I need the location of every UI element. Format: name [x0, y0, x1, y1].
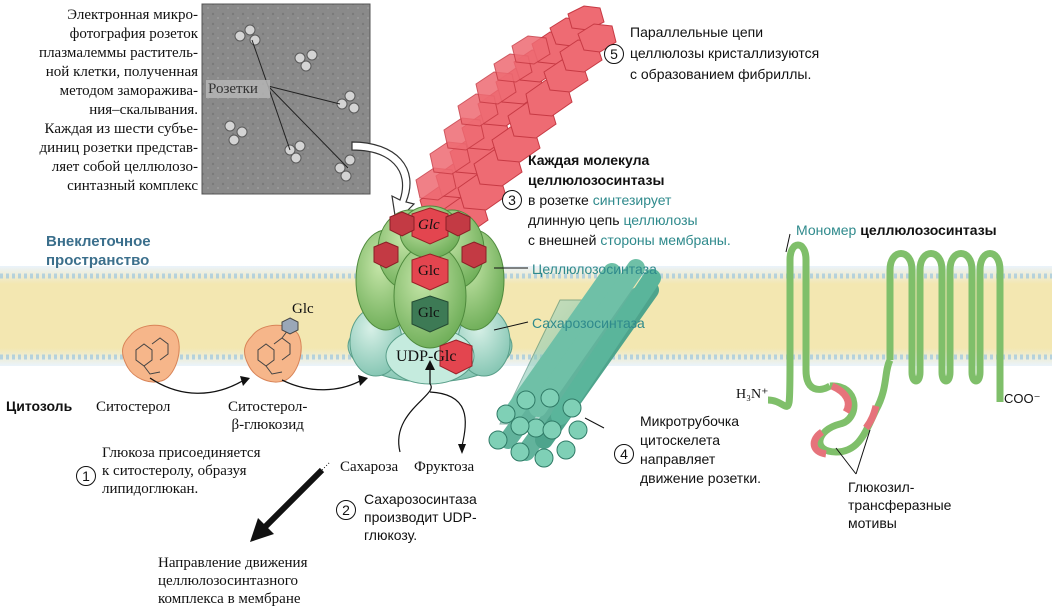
sucrose-synthase-label: Сахарозосинтаза [532, 315, 645, 331]
sitosterol-molecule [122, 324, 180, 383]
sterol-glc-label: Glc [292, 301, 314, 317]
step-1-text: Глюкоза присоединяется к ситостеролу, об… [102, 445, 261, 497]
step-4-text: Микротрубочка цитоскелета направляет дви… [640, 413, 762, 486]
motif-label: Глюкозил- трансферазные мотивы [848, 479, 952, 531]
glc-top-label: Glc [418, 217, 440, 233]
sitosterol-label: Ситостерол [96, 399, 171, 415]
step-1-marker: 1 [76, 466, 96, 486]
step-3-marker: 3 [502, 190, 522, 210]
direction-text: Направление движения целлюлозосинтазного… [158, 555, 308, 607]
glc-mid-label: Glc [418, 263, 440, 279]
step-4-marker: 4 [614, 444, 634, 464]
step-3-text: Каждая молекула целлюлозосинтазы в розет… [528, 152, 731, 248]
rosette-complex [347, 205, 513, 385]
sitosterol-glucoside-label: Ситостерол- β-глюкозид [228, 399, 308, 433]
cellulose-synthase-monomer [767, 241, 1004, 458]
fructose-label: Фруктоза [414, 459, 475, 475]
rosettes-label: Розетки [208, 81, 258, 97]
cellulose-synthase-label: Целлюлозосинтаза [532, 261, 657, 277]
microtubule [488, 259, 661, 468]
step-5-marker: 5 [604, 44, 624, 64]
sucrose-label: Сахароза [340, 459, 399, 475]
micrograph-caption: Электронная микро- фотография розеток пл… [39, 7, 198, 194]
direction-arrow [250, 461, 331, 542]
step-5-text: Параллельные цепи целлюлозы кристаллизую… [630, 24, 820, 82]
step-2-marker: 2 [336, 500, 356, 520]
cellulose-fibril [399, 5, 617, 249]
c-terminus-label: COO⁻ [1004, 391, 1041, 406]
extracellular-label: Внеклеточное пространство [46, 233, 151, 269]
cytosol-label: Цитозоль [6, 398, 73, 414]
n-terminus-label: H₃N⁺ [736, 387, 769, 402]
monomer-title: Мономер целлюлозосинтазы [796, 222, 997, 238]
sitosterol-glucoside-molecule [244, 317, 302, 383]
glc-low-label: Glc [418, 305, 440, 321]
step-2-text: Сахарозосинтаза производит UDP- глюкозу. [364, 491, 477, 543]
udp-glc-label: UDP-Glc [396, 348, 457, 365]
callout-arrow [351, 141, 416, 224]
